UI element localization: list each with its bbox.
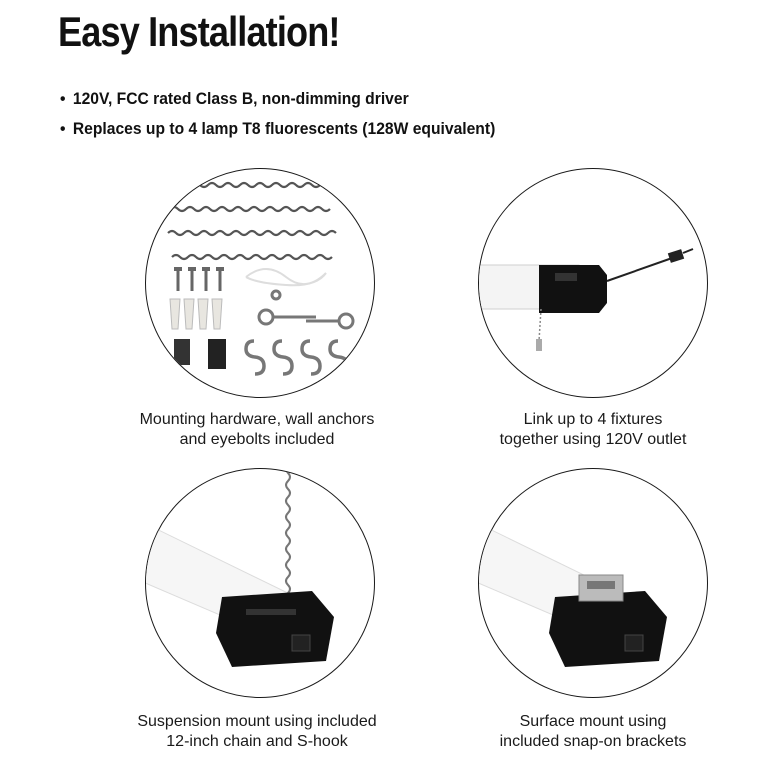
surface-mount-image xyxy=(478,468,708,698)
link-fixtures-image xyxy=(478,168,708,398)
page-title: Easy Installation! xyxy=(58,8,340,55)
suspension-mount-image xyxy=(145,468,375,698)
feature-item: •120V, FCC rated Class B, non-dimming dr… xyxy=(60,89,409,108)
caption-suspension-mount: Suspension mount using included 12-inch … xyxy=(137,713,377,750)
mounting-hardware-image xyxy=(145,168,375,398)
feature-list: •120V, FCC rated Class B, non-dimming dr… xyxy=(60,84,533,144)
feature-item: •Replaces up to 4 lamp T8 fluorescents (… xyxy=(60,119,496,138)
caption-mounting-hardware: Mounting hardware, wall anchors and eyeb… xyxy=(139,411,375,448)
caption-link-fixtures: Link up to 4 fixtures together using 120… xyxy=(499,411,687,448)
caption-surface-mount: Surface mount using included snap-on bra… xyxy=(499,713,687,750)
